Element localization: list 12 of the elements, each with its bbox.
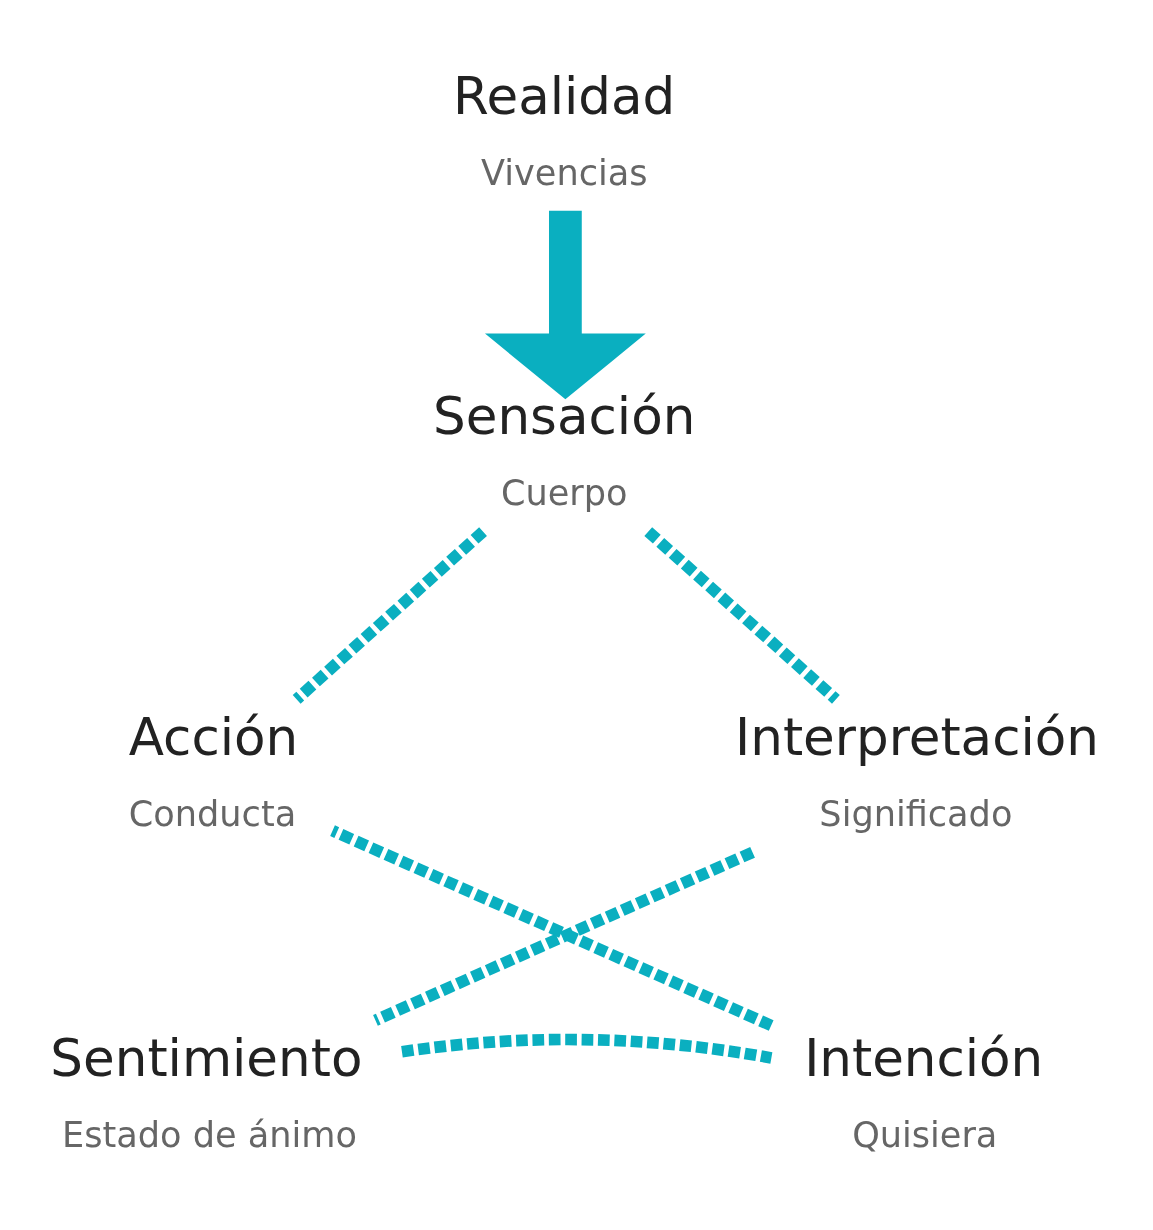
node-text: Sensación Cuerpo xyxy=(433,385,696,513)
node-text: Realidad Vivencias xyxy=(453,65,676,193)
arrow xyxy=(485,210,646,399)
node-text: Interpretación Significado xyxy=(735,706,1099,834)
node-text: Sentimiento Estado de ánimo xyxy=(50,1027,363,1155)
connector xyxy=(644,526,840,704)
connector xyxy=(330,824,774,1031)
connector xyxy=(292,526,487,704)
connector xyxy=(401,1033,773,1064)
connector xyxy=(373,846,755,1026)
node-text: Intención Quisiera xyxy=(804,1027,1044,1155)
node-text: Acción Conducta xyxy=(128,706,299,834)
